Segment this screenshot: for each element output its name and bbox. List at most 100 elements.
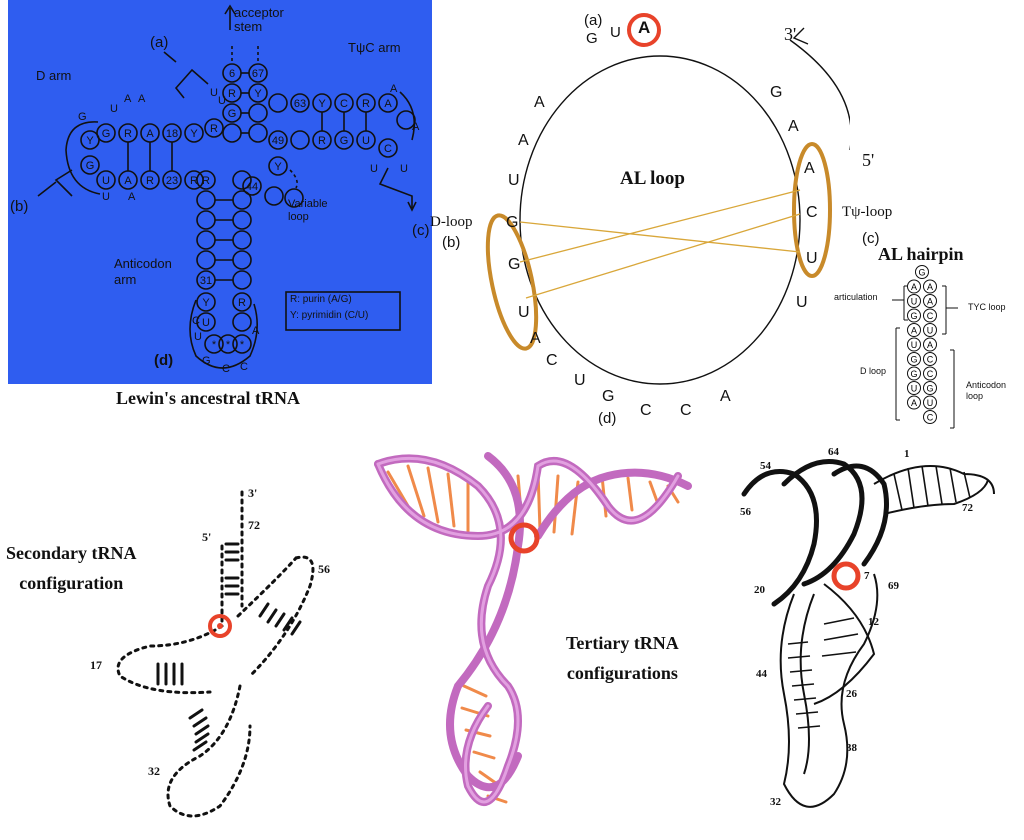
svg-text:C: C (384, 143, 392, 155)
svg-text:49: 49 (272, 135, 284, 147)
svg-text:63: 63 (294, 98, 306, 110)
al-loop-bottom-3: U (574, 372, 586, 389)
al-hairpin-anticodon-label: Anticodon loop (966, 380, 1007, 401)
al-loop-left-5: G (508, 256, 521, 273)
tertiary-sketch-model (741, 459, 995, 808)
hairpin-right-nucleotide: U (923, 395, 937, 410)
secondary-caption: Secondary tRNA configuration (6, 543, 137, 593)
svg-text:G: G (202, 355, 211, 367)
svg-text:U: U (927, 326, 934, 336)
al-hairpin-title: AL hairpin (878, 244, 964, 264)
lewin-caption: Lewin's ancestral tRNA (116, 388, 300, 408)
al-loop-bottom-7: A (720, 388, 731, 405)
svg-text:44: 44 (246, 181, 258, 193)
lewin-label-d-arm: D arm (36, 68, 72, 83)
svg-text:Y: Y (254, 88, 262, 100)
svg-text:G: G (228, 108, 237, 120)
tertiary-n20: 20 (754, 584, 765, 596)
svg-text:Y: Y (202, 297, 210, 309)
svg-text:R: R (238, 297, 246, 309)
svg-text:C: C (222, 363, 230, 375)
svg-text:U: U (102, 191, 110, 203)
svg-text:A: A (124, 175, 132, 187)
svg-text:31: 31 (200, 275, 212, 287)
lewin-label-variable-loop: Variable loop (288, 198, 328, 223)
hairpin-left-nucleotide: G (907, 366, 921, 381)
svg-text:U: U (194, 331, 202, 343)
hairpin-left-nucleotide: A (907, 395, 921, 410)
svg-text:A: A (911, 282, 917, 292)
svg-text:R: R (146, 175, 154, 187)
lewin-label-c: (c) (412, 222, 430, 239)
tertiary-n7: 7 (864, 570, 870, 582)
tertiary-n38: 38 (846, 742, 857, 754)
svg-text:A: A (927, 282, 933, 292)
svg-text:U: U (210, 87, 218, 99)
svg-text:U: U (927, 398, 934, 408)
svg-text:R: R (190, 175, 198, 187)
svg-text:G: G (78, 111, 87, 123)
hairpin-right-nucleotide: C (923, 352, 937, 366)
svg-text:23: 23 (166, 175, 178, 187)
hairpin-loop-top-nucleotide: G (915, 265, 929, 279)
hairpin-left-nucleotide: G (907, 308, 921, 323)
lewin-label-acceptor-stem: acceptor stem (234, 5, 284, 34)
tertiary-n12: 12 (868, 616, 879, 628)
al-loop-right-3: A (804, 160, 815, 177)
svg-text:C: C (927, 311, 934, 321)
svg-text:C: C (340, 98, 348, 110)
svg-text:G: G (340, 135, 349, 147)
lewin-label-tpsic-arm: TψC arm (348, 40, 401, 55)
svg-text:6: 6 (229, 68, 235, 80)
svg-text:Y: Y (318, 98, 326, 110)
hairpin-left-nucleotide: G (907, 352, 921, 366)
svg-text:R: R (124, 128, 132, 140)
svg-text:G: G (86, 160, 95, 172)
al-loop-top-a: A (638, 18, 651, 37)
al-loop-c-label: (c) (862, 230, 880, 247)
al-loop-title: AL loop (620, 168, 685, 189)
lewin-label-d: (d) (154, 352, 174, 369)
svg-text:C: C (927, 369, 934, 379)
hairpin-right-nucleotide: G (923, 381, 937, 395)
al-loop-d-label: (d) (598, 410, 617, 427)
al-loop-bottom-6: C (680, 402, 692, 419)
svg-text:*: * (240, 339, 245, 351)
hairpin-left-nucleotide: A (907, 323, 921, 337)
lewin-label-anticodon-arm: Anticodon arm (114, 256, 172, 287)
svg-text:*: * (226, 339, 231, 351)
svg-text:A: A (927, 297, 933, 307)
svg-text:A: A (384, 98, 392, 110)
svg-text:U: U (911, 297, 918, 307)
al-loop-a-label: (a) (584, 12, 603, 29)
tertiary-n54: 54 (760, 460, 771, 472)
secondary-trna-diagram (116, 490, 315, 818)
svg-text:*: * (212, 339, 217, 351)
hairpin-right-nucleotide: A (923, 294, 937, 308)
svg-text:C: C (927, 413, 934, 423)
tertiary-n44: 44 (756, 668, 767, 680)
svg-text:Y: Y (190, 128, 198, 140)
svg-text:U: U (110, 103, 118, 115)
al-loop-right-1: G (770, 84, 783, 101)
hairpin-right-nucleotide: A (923, 279, 937, 294)
svg-text:C: C (927, 355, 934, 365)
svg-text:R: R (228, 88, 236, 100)
svg-text:G: G (910, 355, 917, 365)
hairpin-right-nucleotide: A (923, 337, 937, 352)
tertiary-n26: 26 (846, 688, 857, 700)
hairpin-left-nucleotide: U (907, 381, 921, 395)
al-loop-left-4: G (506, 214, 519, 231)
svg-text:U: U (911, 384, 918, 394)
secondary-n56: 56 (318, 562, 330, 576)
svg-text:U: U (911, 340, 918, 350)
tertiary-ribbon-model (374, 452, 692, 806)
al-loop-b-label: (b) (442, 234, 461, 251)
hairpin-right-nucleotide: C (923, 308, 937, 323)
svg-text:A: A (252, 325, 260, 337)
svg-text:U: U (202, 317, 210, 329)
secondary-n17: 17 (90, 658, 102, 672)
al-loop-tpsi-loop-label: Tψ-loop (842, 204, 893, 220)
